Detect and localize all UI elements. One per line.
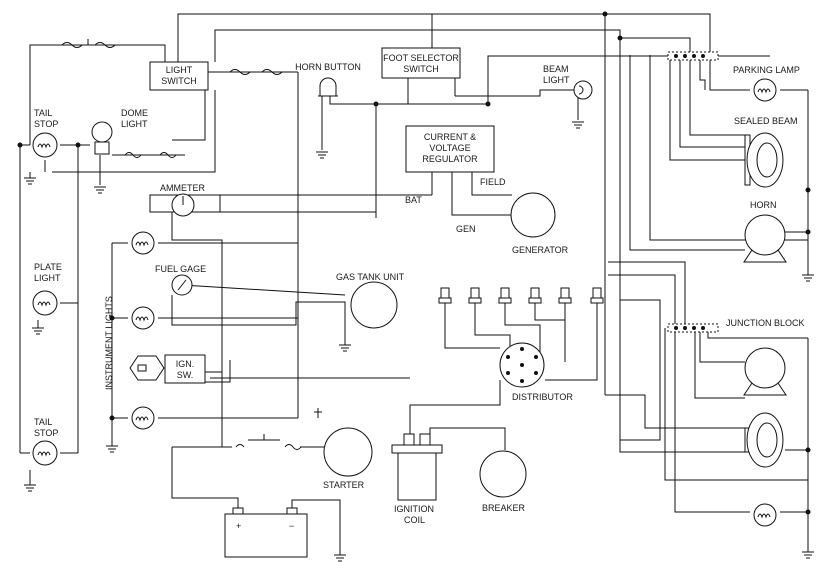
distributor: DISTRIBUTOR — [499, 342, 573, 402]
ground-beam-light — [572, 121, 584, 129]
light-switch: LIGHT SWITCH — [149, 61, 209, 91]
foot-selector-label-1: FOOT SELECTOR — [383, 53, 459, 63]
wire-junction-dots — [17, 11, 811, 515]
starter-label: STARTER — [323, 480, 365, 490]
plate-light: PLATE LIGHT — [32, 262, 62, 316]
gas-tank-unit: GAS TANK UNIT — [336, 272, 405, 329]
tail-stop-top-label-2: STOP — [34, 119, 58, 129]
spark-plug-4 — [528, 287, 542, 310]
starter-switch — [235, 434, 302, 450]
gen-label: GEN — [456, 224, 476, 234]
plate-light-label-1: PLATE — [34, 262, 62, 272]
breaker-label: BREAKER — [482, 503, 526, 513]
regulator-label-1: CURRENT & — [424, 132, 476, 142]
beam-light-label-2: LIGHT — [543, 75, 570, 85]
generator: GENERATOR — [510, 192, 569, 255]
ammeter-label: AMMETER — [160, 183, 206, 193]
parking-lamp-label: PARKING LAMP — [733, 65, 800, 75]
spark-plug-1 — [438, 287, 452, 310]
junction-block-top — [667, 51, 719, 61]
ign-sw-label-1: IGN. — [176, 359, 195, 369]
ignition-coil-label-1: IGNITION — [394, 504, 434, 514]
ground-horn-button — [316, 151, 328, 159]
ignition-switch: IGN. SW. — [129, 354, 206, 384]
ground-battery — [334, 554, 346, 562]
battery: + − — [224, 507, 308, 558]
spark-plug-2 — [468, 287, 482, 310]
ground-symbols — [24, 121, 814, 562]
ground-right-bottom — [802, 551, 814, 559]
dome-light-label-1: DOME — [121, 108, 148, 118]
ign-sw-label-2: SW. — [177, 370, 194, 380]
horn: HORN — [743, 200, 787, 263]
ammeter: AMMETER — [149, 183, 221, 217]
gas-tank-label: GAS TANK UNIT — [336, 272, 405, 282]
instrument-lamp-2 — [131, 306, 155, 330]
sealed-beam-lower — [744, 412, 784, 468]
bat-label: BAT — [405, 195, 422, 205]
ground-right-top — [802, 274, 814, 282]
distributor-label: DISTRIBUTOR — [512, 392, 573, 402]
beam-light: BEAM LIGHT — [543, 64, 593, 100]
battery-plus-label: + — [236, 521, 241, 531]
tail-stop-bottom-label-2: STOP — [34, 428, 58, 438]
horn-button: HORN BUTTON — [295, 62, 361, 97]
ground-tail-top — [24, 172, 36, 185]
junction-block-label: JUNCTION BLOCK — [726, 318, 805, 328]
field-label: FIELD — [480, 177, 506, 187]
instrument-lights-label: INSTRUMENT LIGHTS — [104, 296, 114, 390]
foot-selector-switch: FOOT SELECTOR SWITCH — [381, 47, 461, 79]
beam-light-label-1: BEAM — [543, 64, 569, 74]
junction-block: JUNCTION BLOCK — [667, 318, 805, 333]
ground-starter — [314, 408, 322, 418]
starter: STARTER — [323, 427, 373, 490]
parking-lamp: PARKING LAMP — [733, 65, 800, 102]
tail-stop-bottom: TAIL STOP — [32, 417, 58, 466]
horn-lower — [743, 347, 787, 396]
fuel-gage: FUEL GAGE — [155, 264, 206, 296]
ignition-coil-label-2: COIL — [404, 515, 425, 525]
light-switch-label-2: SWITCH — [161, 76, 197, 86]
spark-plug-3 — [498, 287, 512, 310]
spark-plug-5 — [558, 287, 572, 310]
generator-label: GENERATOR — [512, 245, 569, 255]
ground-tail-bottom — [24, 470, 36, 492]
regulator-label-2: VOLTAGE — [429, 143, 470, 153]
dome-light-label-2: LIGHT — [121, 119, 148, 129]
ground-plate — [32, 320, 44, 335]
instrument-lamp-1 — [131, 231, 155, 255]
fuel-gage-label: FUEL GAGE — [155, 264, 206, 274]
ground-gas-tank — [339, 344, 351, 352]
spark-plug-6 — [590, 287, 604, 310]
horn-button-label: HORN BUTTON — [295, 62, 361, 72]
tail-stop-top-label-1: TAIL — [34, 108, 52, 118]
fuse-top — [61, 39, 116, 48]
wires — [19, 13, 809, 555]
ground-dome — [94, 186, 106, 194]
horn-label: HORN — [750, 200, 777, 210]
instrument-lamp-3 — [131, 406, 155, 430]
ground-instrument — [106, 445, 118, 453]
fuse-light-switch — [229, 69, 283, 75]
tail-stop-top: TAIL STOP — [32, 108, 58, 158]
dome-light: DOME LIGHT — [91, 108, 177, 158]
breaker: BREAKER — [479, 450, 527, 513]
light-switch-label-1: LIGHT — [166, 65, 193, 75]
regulator-label-3: REGULATOR — [422, 154, 478, 164]
parking-lamp-lower — [753, 503, 777, 527]
ignition-coil: IGNITION COIL — [391, 433, 443, 525]
sealed-beam-label: SEALED BEAM — [734, 116, 798, 126]
battery-minus-label: − — [289, 521, 294, 531]
tail-stop-bottom-label-1: TAIL — [34, 417, 52, 427]
spark-plugs — [438, 287, 604, 310]
plate-light-label-2: LIGHT — [34, 273, 61, 283]
voltage-regulator: CURRENT & VOLTAGE REGULATOR — [405, 125, 495, 173]
sealed-beam: SEALED BEAM — [734, 116, 798, 188]
foot-selector-label-2: SWITCH — [403, 64, 439, 74]
